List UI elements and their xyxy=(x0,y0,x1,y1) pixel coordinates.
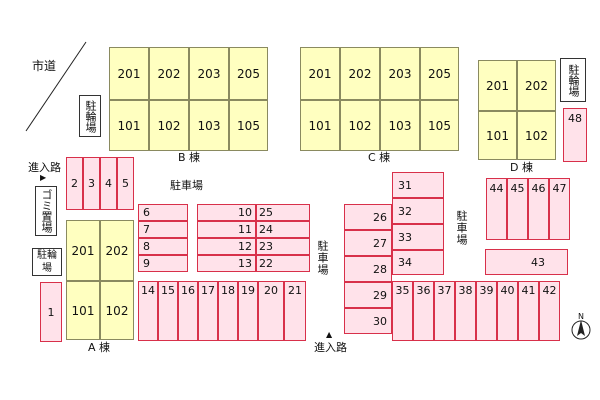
bike-parking-d: 駐輪場 xyxy=(560,58,586,102)
building-c-room-103[interactable]: 103 xyxy=(380,100,420,151)
parking-space-45[interactable]: 45 xyxy=(507,178,528,240)
compass-n-label: N xyxy=(578,312,584,321)
parking-space-38[interactable]: 38 xyxy=(455,281,476,341)
building-c-label: C 棟 xyxy=(368,151,391,164)
parking-space-9[interactable]: 9 xyxy=(138,255,188,272)
parking-space-6[interactable]: 6 xyxy=(138,204,188,221)
parking-space-32[interactable]: 32 xyxy=(392,198,444,224)
building-c-room-202[interactable]: 202 xyxy=(340,47,380,100)
building-a-room-202[interactable]: 202 xyxy=(100,220,134,281)
building-b-room-201[interactable]: 201 xyxy=(109,47,149,100)
building-d-room-201[interactable]: 201 xyxy=(478,60,517,111)
parking-space-44[interactable]: 44 xyxy=(486,178,507,240)
parking-space-11[interactable]: 11 xyxy=(197,221,256,238)
entrance-bottom-label: 進入路 xyxy=(314,341,347,354)
building-c-room-201[interactable]: 201 xyxy=(300,47,340,100)
parking-space-35[interactable]: 35 xyxy=(392,281,413,341)
building-b-room-101[interactable]: 101 xyxy=(109,100,149,151)
building-b-room-102[interactable]: 102 xyxy=(149,100,189,151)
building-d-room-102[interactable]: 102 xyxy=(517,111,556,160)
parking-space-42[interactable]: 42 xyxy=(539,281,560,341)
arrow-up-icon: ▲ xyxy=(326,330,333,339)
parking-space-30[interactable]: 30 xyxy=(344,308,392,334)
building-a-room-101[interactable]: 101 xyxy=(66,281,100,340)
parking-space-16[interactable]: 16 xyxy=(178,281,198,341)
building-c-room-102[interactable]: 102 xyxy=(340,100,380,151)
parking-space-28[interactable]: 28 xyxy=(344,256,392,282)
parking-space-23[interactable]: 23 xyxy=(256,238,310,255)
building-b-room-205[interactable]: 205 xyxy=(229,47,268,100)
parking-space-14[interactable]: 14 xyxy=(138,281,158,341)
building-a-label: A 棟 xyxy=(88,341,111,354)
parking-space-19[interactable]: 19 xyxy=(238,281,258,341)
parking-space-18[interactable]: 18 xyxy=(218,281,238,341)
parking-space-27[interactable]: 27 xyxy=(344,230,392,256)
parking-space-20[interactable]: 20 xyxy=(258,281,284,341)
building-b-room-202[interactable]: 202 xyxy=(149,47,189,100)
building-d-room-101[interactable]: 101 xyxy=(478,111,517,160)
parking-right-label: 駐車場 xyxy=(455,210,468,246)
building-a-room-102[interactable]: 102 xyxy=(100,281,134,340)
parking-space-21[interactable]: 21 xyxy=(284,281,306,341)
parking-space-37[interactable]: 37 xyxy=(434,281,455,341)
parking-space-5[interactable]: 5 xyxy=(117,157,134,210)
parking-space-3[interactable]: 3 xyxy=(83,157,100,210)
parking-space-46[interactable]: 46 xyxy=(528,178,549,240)
building-c-room-105[interactable]: 105 xyxy=(420,100,459,151)
parking-space-8[interactable]: 8 xyxy=(138,238,188,255)
building-a-room-201[interactable]: 201 xyxy=(66,220,100,281)
parking-space-2[interactable]: 2 xyxy=(66,157,83,210)
compass-north-icon: N xyxy=(571,312,591,340)
parking-space-48[interactable]: 48 xyxy=(563,108,587,162)
parking-space-12[interactable]: 12 xyxy=(197,238,256,255)
parking-top-label: 駐車場 xyxy=(170,179,203,192)
building-b-room-203[interactable]: 203 xyxy=(189,47,229,100)
building-b-label: B 棟 xyxy=(178,151,201,164)
parking-space-22[interactable]: 22 xyxy=(256,255,310,272)
building-d-room-202[interactable]: 202 xyxy=(517,60,556,111)
building-c-room-203[interactable]: 203 xyxy=(380,47,420,100)
parking-space-7[interactable]: 7 xyxy=(138,221,188,238)
parking-space-4[interactable]: 4 xyxy=(100,157,117,210)
entrance-left-label: 進入路 xyxy=(28,161,61,174)
parking-space-33[interactable]: 33 xyxy=(392,224,444,250)
building-b-room-105[interactable]: 105 xyxy=(229,100,268,151)
parking-space-13[interactable]: 13 xyxy=(197,255,256,272)
parking-space-10[interactable]: 10 xyxy=(197,204,256,221)
garbage-area: ゴミ置場 xyxy=(35,186,57,236)
bike-parking-b: 駐輪場 xyxy=(79,95,101,137)
parking-space-25[interactable]: 25 xyxy=(256,204,310,221)
arrow-right-icon: ▶ xyxy=(40,173,47,182)
building-b-room-103[interactable]: 103 xyxy=(189,100,229,151)
parking-space-40[interactable]: 40 xyxy=(497,281,518,341)
parking-space-24[interactable]: 24 xyxy=(256,221,310,238)
parking-space-17[interactable]: 17 xyxy=(198,281,218,341)
parking-space-29[interactable]: 29 xyxy=(344,282,392,308)
parking-mid-label: 駐車場 xyxy=(316,240,329,276)
parking-space-15[interactable]: 15 xyxy=(158,281,178,341)
parking-space-41[interactable]: 41 xyxy=(518,281,539,341)
building-c-room-101[interactable]: 101 xyxy=(300,100,340,151)
building-d-label: D 棟 xyxy=(510,161,533,174)
parking-space-31[interactable]: 31 xyxy=(392,172,444,198)
city-road-label: 市道 xyxy=(32,59,57,73)
parking-space-39[interactable]: 39 xyxy=(476,281,497,341)
parking-space-36[interactable]: 36 xyxy=(413,281,434,341)
building-c-room-205[interactable]: 205 xyxy=(420,47,459,100)
parking-space-47[interactable]: 47 xyxy=(549,178,570,240)
parking-space-26[interactable]: 26 xyxy=(344,204,392,230)
parking-space-34[interactable]: 34 xyxy=(392,250,444,275)
bike-parking-a: 駐輪場 xyxy=(32,248,62,276)
parking-space-1[interactable]: 1 xyxy=(40,282,62,342)
parking-space-43[interactable]: 43 xyxy=(485,249,568,275)
